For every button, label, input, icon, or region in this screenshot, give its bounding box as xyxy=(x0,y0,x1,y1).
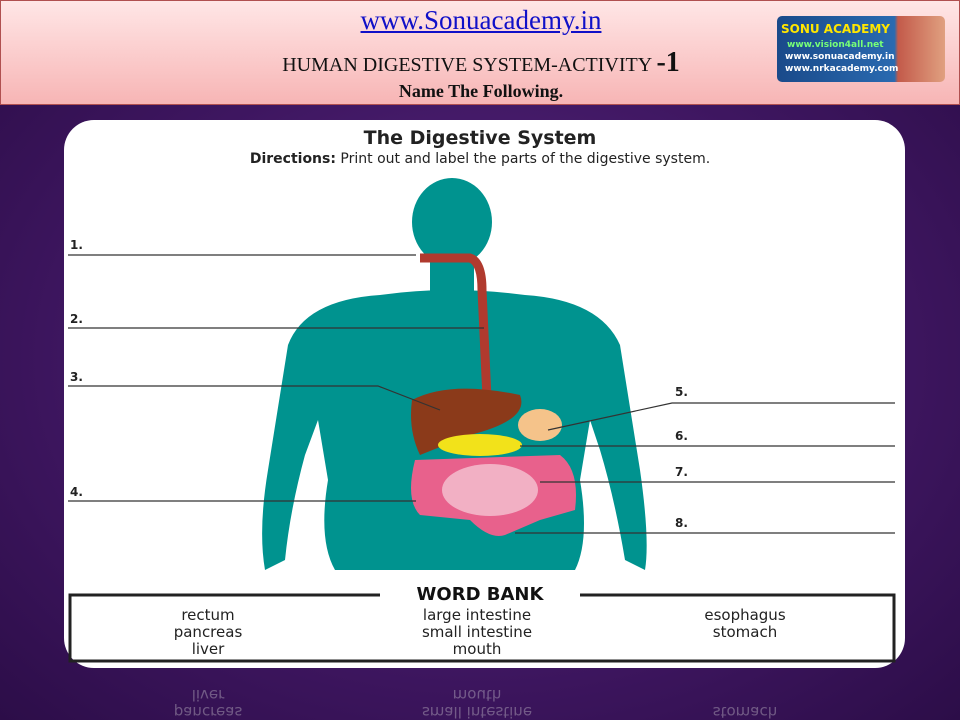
site-link[interactable]: www.Sonuacademy.in xyxy=(360,5,602,35)
directions-text: Print out and label the parts of the dig… xyxy=(335,151,711,167)
label-4: 4. xyxy=(70,485,83,499)
reflection-inner: pancreas liver small intestine mouth sto… xyxy=(0,672,960,720)
esophagus xyxy=(420,253,493,421)
word: esophagus xyxy=(704,606,786,624)
worksheet-directions: Directions: Print out and label the part… xyxy=(0,151,960,167)
liver xyxy=(411,388,522,455)
word-bank-column: rectum pancreas liver xyxy=(108,607,308,658)
reflected-column: small intestine mouth xyxy=(377,686,577,720)
logo-name: SONU ACADEMY xyxy=(781,22,890,36)
slide-subtitle: Name The Following. xyxy=(398,81,564,101)
title-text: HUMAN DIGESTIVE SYSTEM-ACTIVITY xyxy=(282,54,657,76)
word: rectum xyxy=(181,606,235,624)
small-intestine xyxy=(442,464,538,516)
word: stomach xyxy=(712,623,778,641)
word: small intestine xyxy=(421,623,533,641)
label-3: 3. xyxy=(70,370,83,384)
slide-title: HUMAN DIGESTIVE SYSTEM-ACTIVITY -1 xyxy=(1,47,960,79)
label-8: 8. xyxy=(675,516,688,530)
word: pancreas xyxy=(173,623,243,641)
label-1: 1. xyxy=(70,238,83,252)
word: mouth xyxy=(452,686,502,704)
word: pancreas xyxy=(173,703,243,720)
slide-header: www.Sonuacademy.in HUMAN DIGESTIVE SYSTE… xyxy=(0,0,960,105)
word: liver xyxy=(191,640,225,658)
word: mouth xyxy=(452,640,502,658)
stomach xyxy=(518,409,562,441)
directions-label: Directions: xyxy=(249,151,336,167)
title-number: -1 xyxy=(656,47,680,78)
word-bank-title: WORD BANK xyxy=(380,584,580,605)
logo-url: www.sonuacademy.in xyxy=(785,52,895,62)
label-6: 6. xyxy=(675,429,688,443)
label-2: 2. xyxy=(70,312,83,326)
label-7: 7. xyxy=(675,465,688,479)
word: large intestine xyxy=(422,606,532,624)
pancreas xyxy=(438,434,522,456)
word-bank-column: esophagus stomach xyxy=(645,607,845,641)
logo-url: www.vision4all.net xyxy=(787,40,884,50)
word: stomach xyxy=(712,703,778,720)
slide-reflection: pancreas liver small intestine mouth sto… xyxy=(0,672,960,720)
worksheet-title: The Digestive System xyxy=(363,127,597,149)
word-bank-column: large intestine small intestine mouth xyxy=(377,607,577,658)
word: small intestine xyxy=(421,703,533,720)
word: liver xyxy=(191,686,225,704)
logo-url: www.nrkacademy.com xyxy=(785,64,899,74)
reflected-column: stomach xyxy=(645,703,845,720)
reflected-column: pancreas liver xyxy=(108,686,308,720)
academy-logo: SONU ACADEMY www.vision4all.net www.sonu… xyxy=(777,16,945,82)
label-5: 5. xyxy=(675,385,688,399)
label-lines xyxy=(68,254,895,534)
